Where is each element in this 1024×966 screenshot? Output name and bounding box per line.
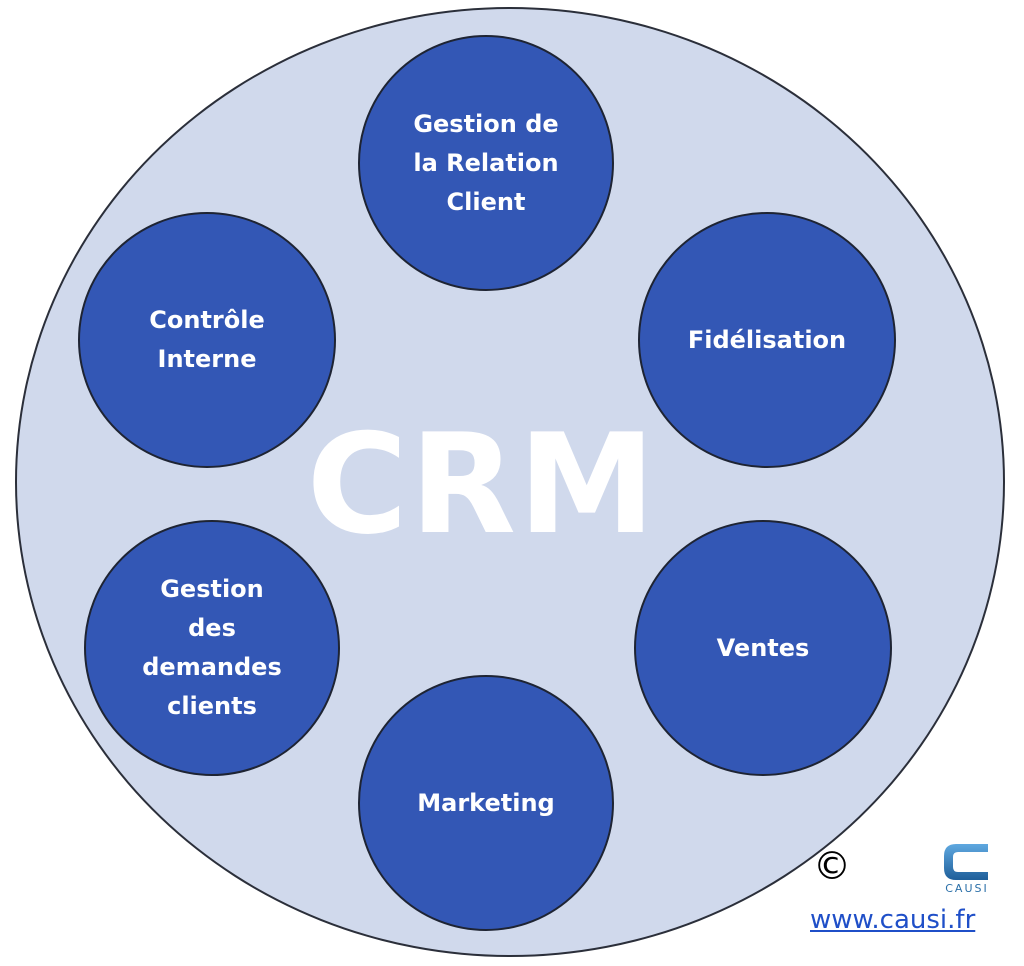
node-ventes: Ventes <box>634 520 892 776</box>
node-controle-interne: Contrôle Interne <box>78 212 336 468</box>
logo-text: CAUSI <box>945 882 989 895</box>
node-label: Fidélisation <box>687 325 847 354</box>
node-marketing: Marketing <box>358 675 614 931</box>
node-gestion-relation-client: Gestion de la Relation Client <box>358 35 614 291</box>
node-label: Contrôle Interne <box>149 306 265 373</box>
causi-logo-icon <box>944 844 988 880</box>
node-label: Gestion des demandes clients <box>142 575 282 720</box>
node-fidelisation: Fidélisation <box>638 212 896 468</box>
node-label: Gestion de la Relation Client <box>413 109 559 216</box>
center-title: CRM <box>306 404 658 565</box>
node-gestion-demandes-clients: Gestion des demandes clients <box>84 520 340 776</box>
causi-logo: CAUSI <box>934 840 1000 900</box>
node-label: Marketing <box>417 788 555 817</box>
copyright-symbol: © <box>813 844 851 888</box>
website-link[interactable]: www.causi.fr <box>810 905 976 935</box>
node-label: Ventes <box>716 633 810 662</box>
